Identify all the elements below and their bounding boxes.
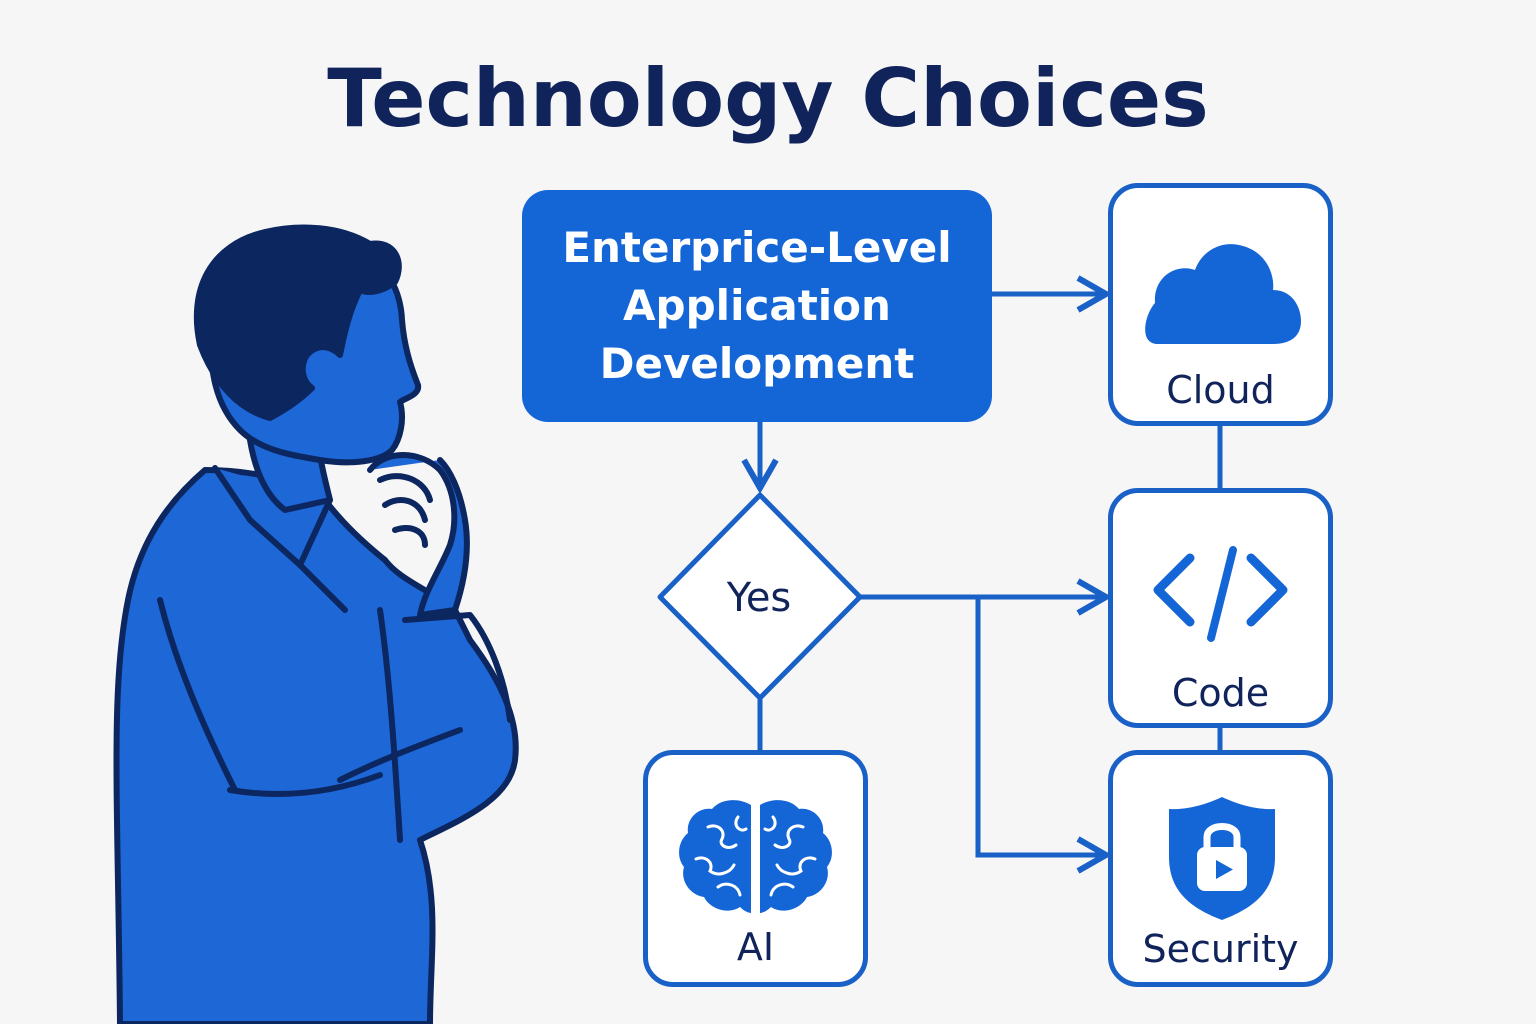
page-title: Technology Choices bbox=[327, 52, 1209, 145]
security-label: Security bbox=[1142, 927, 1299, 971]
ai-label: AI bbox=[736, 925, 775, 969]
code-node: Code bbox=[1108, 488, 1333, 728]
decision-label: Yes bbox=[726, 575, 792, 621]
thinking-person-illustration bbox=[113, 224, 519, 1024]
brain-icon bbox=[679, 800, 832, 913]
cloud-icon bbox=[1145, 244, 1301, 344]
enterprise-development-box: Enterprice-Level Application Development bbox=[522, 190, 992, 422]
ai-node: AI bbox=[643, 750, 868, 987]
main-box-line-3: Development bbox=[599, 339, 915, 388]
cloud-label: Cloud bbox=[1166, 368, 1275, 412]
main-box-line-1: Enterprice-Level bbox=[562, 223, 952, 272]
shield-lock-icon bbox=[1169, 797, 1275, 920]
security-node: Security bbox=[1108, 750, 1333, 987]
decision-diamond bbox=[657, 492, 863, 701]
code-label: Code bbox=[1171, 671, 1270, 715]
code-brackets-icon bbox=[1153, 546, 1288, 642]
main-box-line-2: Application bbox=[623, 281, 891, 330]
connector-lines bbox=[741, 275, 1223, 874]
cloud-node: Cloud bbox=[1108, 183, 1333, 426]
